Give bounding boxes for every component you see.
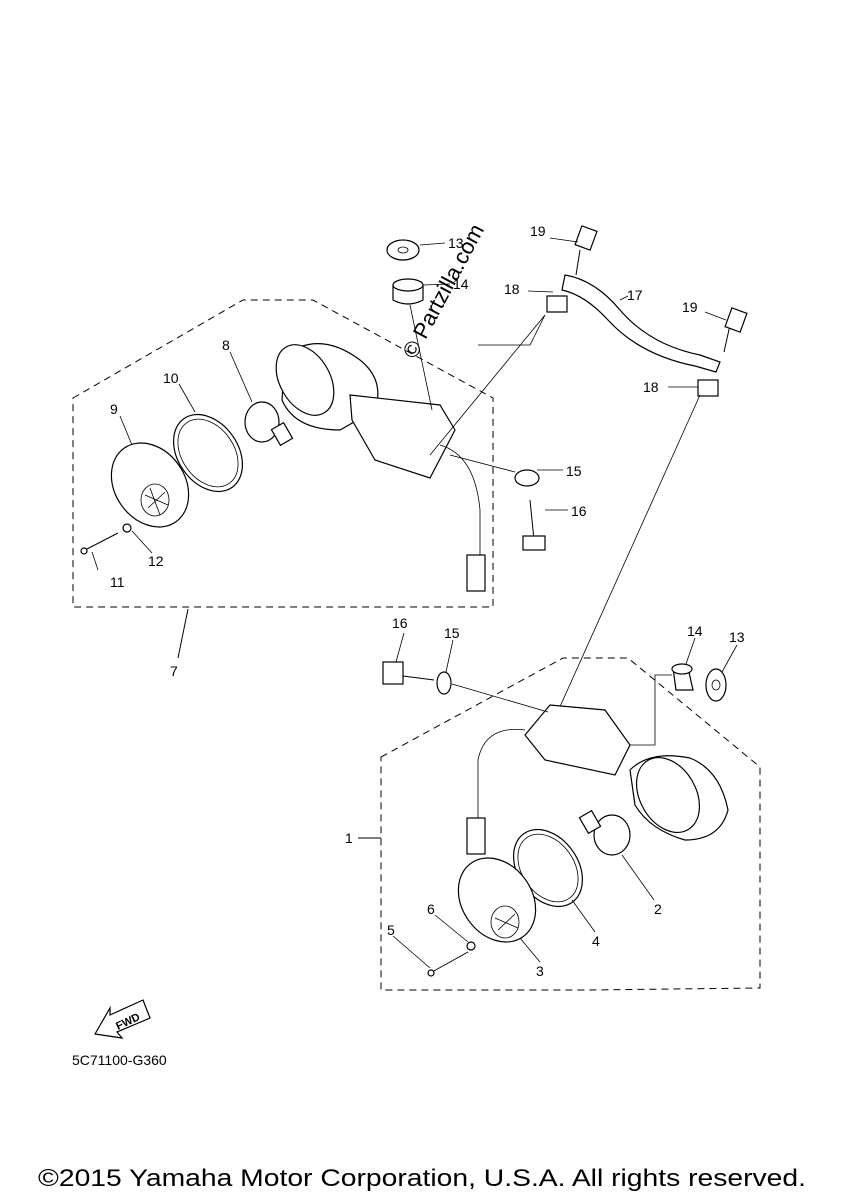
spacer-18-lower — [697, 379, 719, 397]
assembly-1-boundary — [380, 657, 761, 991]
washer-15-lower — [436, 671, 452, 695]
callout-18-upper: 18 — [504, 281, 520, 297]
callout-9: 9 — [110, 401, 118, 417]
callout-7: 7 — [170, 663, 178, 679]
bracket-17 — [561, 274, 721, 373]
callout-19-lower: 19 — [682, 299, 698, 315]
bulb-lower — [578, 809, 631, 856]
bolt-19-upper — [574, 225, 598, 276]
screw-11 — [80, 532, 119, 555]
callout-14-lower: 14 — [687, 623, 703, 639]
copyright-footer: ©2015 Yamaha Motor Corporation, U.S.A. A… — [38, 1165, 806, 1192]
spacer-18-upper — [546, 295, 568, 313]
lamp-housing-upper — [275, 343, 486, 592]
grommet-13-lower — [705, 668, 727, 702]
callout-6: 6 — [427, 901, 435, 917]
fwd-arrow-icon: FWD — [94, 999, 151, 1039]
lamp-housing-lower — [466, 704, 729, 855]
callout-11: 11 — [110, 574, 125, 590]
callout-15-upper: 15 — [566, 463, 582, 479]
callout-1: 1 — [345, 830, 353, 846]
callout-2: 2 — [654, 901, 662, 917]
screw-5 — [427, 951, 469, 977]
washer-6 — [466, 941, 476, 951]
callout-17: 17 — [627, 287, 643, 303]
grommet-13-upper — [386, 239, 420, 261]
collar-14-lower — [671, 663, 694, 691]
callout-16-upper: 16 — [571, 503, 587, 519]
bolt-16-lower — [382, 661, 435, 685]
washer-15-upper — [514, 469, 540, 487]
lens-cover-upper — [110, 442, 190, 528]
gasket-ring-upper — [172, 413, 244, 493]
drawing-code: 5C71100-G360 — [72, 1052, 167, 1068]
washer-12 — [122, 523, 132, 533]
bulb-upper — [244, 401, 294, 447]
callout-13-lower: 13 — [729, 629, 745, 645]
collar-14-upper — [392, 278, 424, 305]
callout-16-lower: 16 — [392, 615, 408, 631]
leader-lines — [91, 237, 738, 969]
callout-18-lower: 18 — [643, 379, 659, 395]
bolt-19-lower — [723, 307, 748, 353]
callout-3: 3 — [536, 963, 544, 979]
callout-12: 12 — [148, 553, 164, 569]
callout-8: 8 — [222, 337, 230, 353]
callout-4: 4 — [592, 933, 600, 949]
callout-5: 5 — [387, 922, 395, 938]
callout-19-upper: 19 — [530, 223, 546, 239]
lens-cover-lower — [457, 857, 537, 943]
callout-13-upper: 13 — [448, 235, 464, 251]
bolt-16-upper — [522, 499, 546, 551]
callout-14-upper: 14 — [453, 276, 469, 292]
assembly-7-boundary — [72, 299, 494, 608]
callout-10: 10 — [163, 370, 179, 386]
callout-15-lower: 15 — [444, 625, 460, 641]
